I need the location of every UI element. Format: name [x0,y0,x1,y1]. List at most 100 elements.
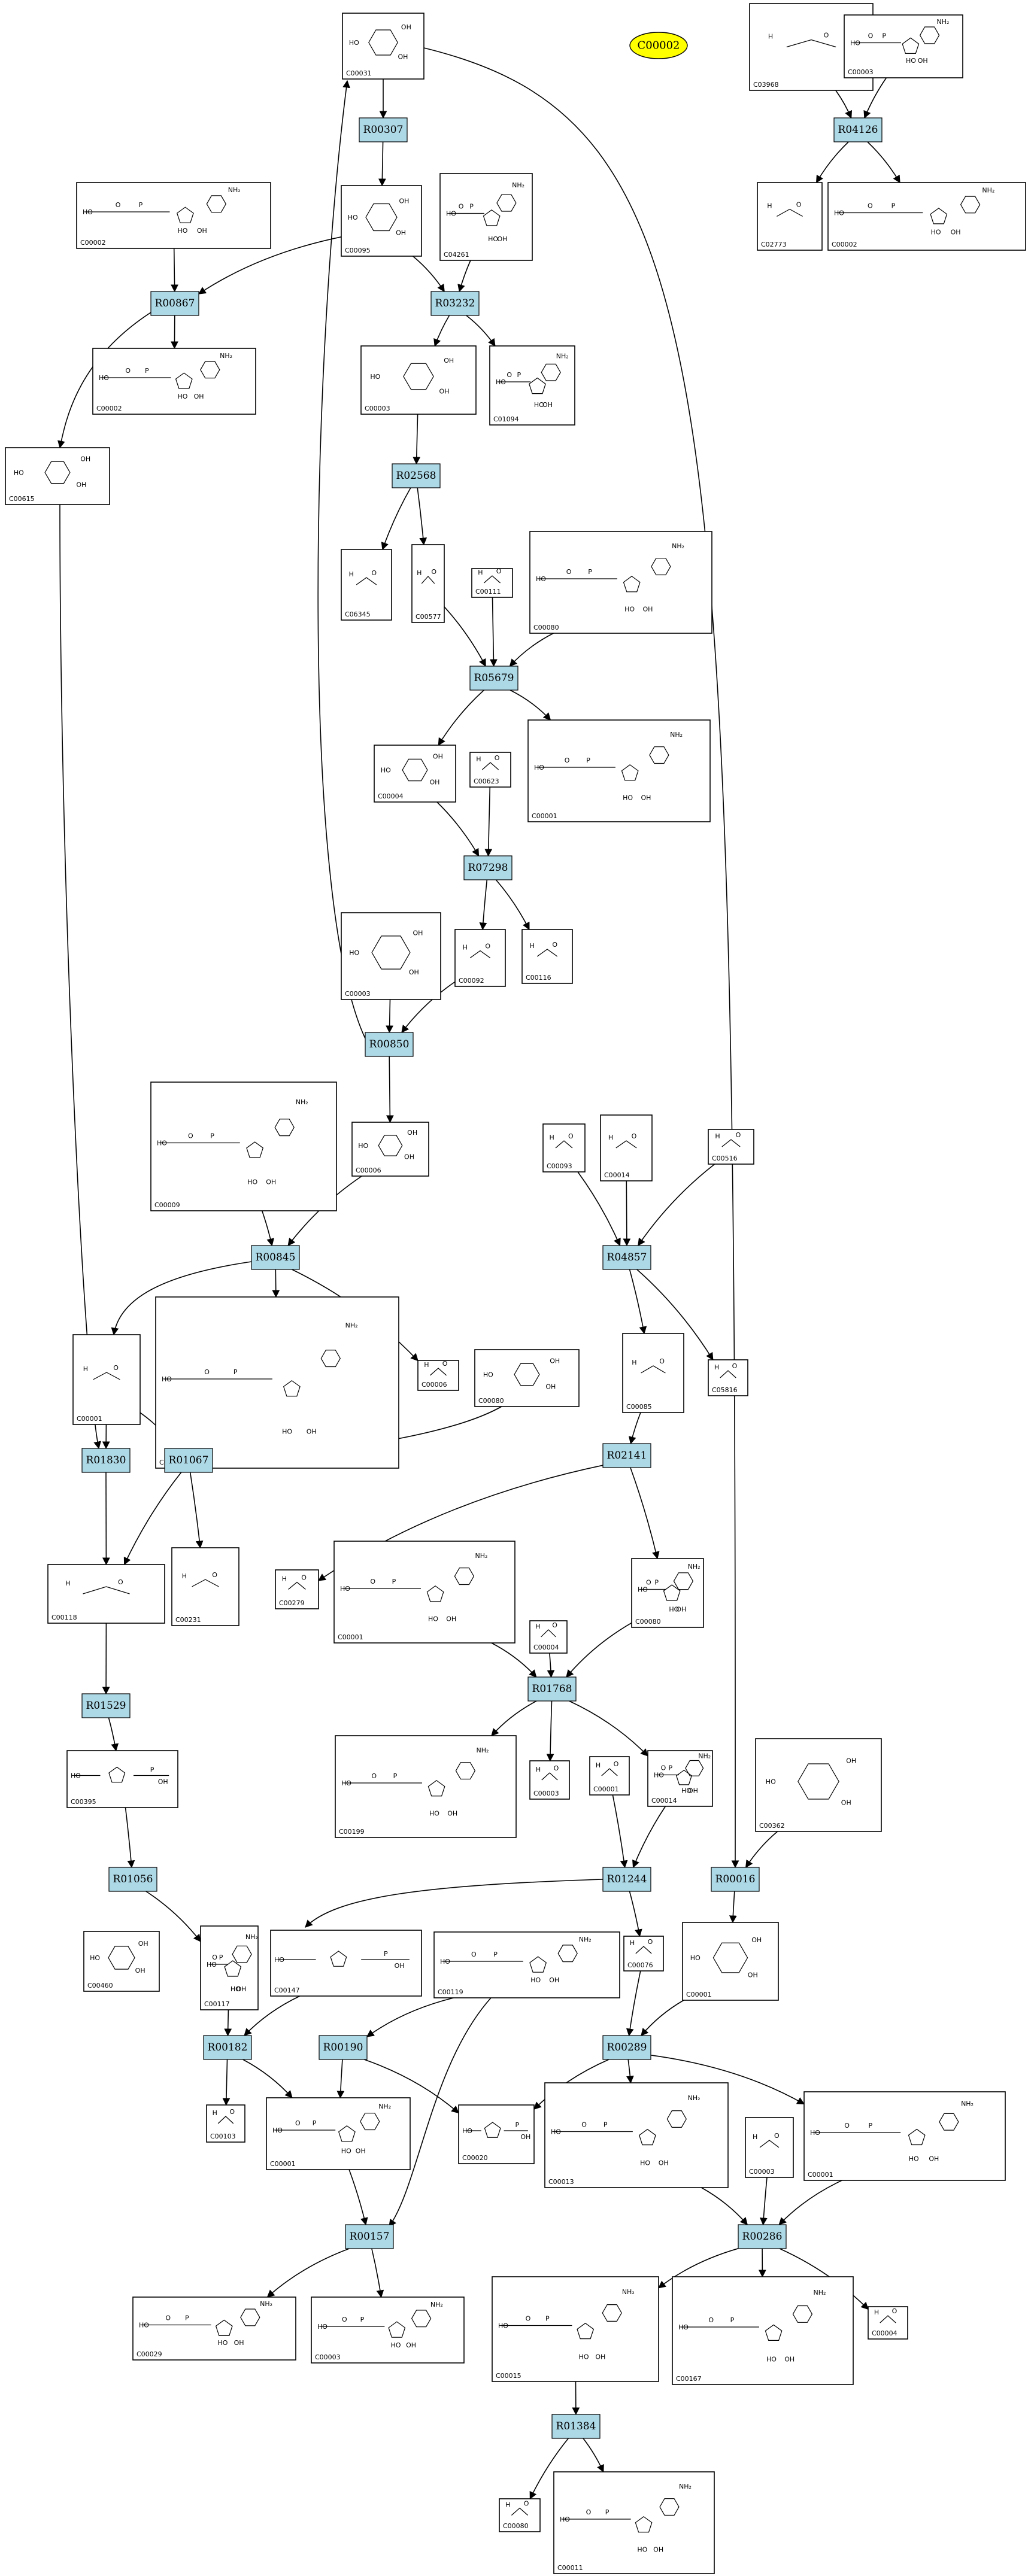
reaction-node[interactable]: R00190 [319,2035,368,2060]
edge-r2-c11 [57,311,153,449]
reaction-node[interactable]: R00867 [150,291,199,316]
atom-label: HO [381,767,391,774]
reaction-node[interactable]: R00182 [203,2035,252,2060]
reaction-node[interactable]: R00289 [602,2035,651,2060]
atom-label: O [868,32,874,40]
reaction-node[interactable]: R04126 [833,117,883,142]
reaction-node[interactable]: R00845 [251,1245,300,1270]
reaction-node[interactable]: R05679 [469,666,518,691]
atom-label: NH₂ [679,2483,692,2490]
edge-c26-r9 [638,1164,715,1247]
ring-bond [792,2305,813,2323]
reaction-node[interactable]: R01529 [81,1693,131,1718]
reaction-node[interactable]: R00286 [738,2224,787,2249]
atom-label: O [471,1951,477,1958]
reaction-node[interactable]: R01056 [108,1867,157,1892]
reaction-node[interactable]: R07298 [463,855,513,880]
reaction-node[interactable]: R00307 [359,117,408,142]
atom-label: OH [497,235,507,243]
highlighted-compound[interactable]: C00002 [629,32,688,59]
reaction-node[interactable]: R01244 [602,1867,651,1892]
reaction-node[interactable]: R04857 [602,1245,651,1270]
reaction-node[interactable]: R02568 [392,463,441,488]
compound-id-label: C00002 [96,405,122,412]
reaction-node[interactable]: R01830 [81,1448,131,1473]
atom-label: P [604,2121,608,2129]
reaction-node[interactable]: R03232 [430,291,480,316]
reaction-node[interactable]: R00016 [711,1867,760,1892]
reaction-node[interactable]: R01384 [551,2414,601,2439]
compound-box [360,345,477,415]
atom-label: OH [356,2147,366,2155]
reaction-node[interactable]: R00157 [345,2224,394,2249]
reaction-node[interactable]: R01067 [164,1448,213,1473]
reaction-node[interactable]: R02141 [602,1443,651,1468]
reaction-node[interactable]: R00850 [365,1032,414,1057]
reaction-node[interactable]: R01768 [527,1676,577,1702]
